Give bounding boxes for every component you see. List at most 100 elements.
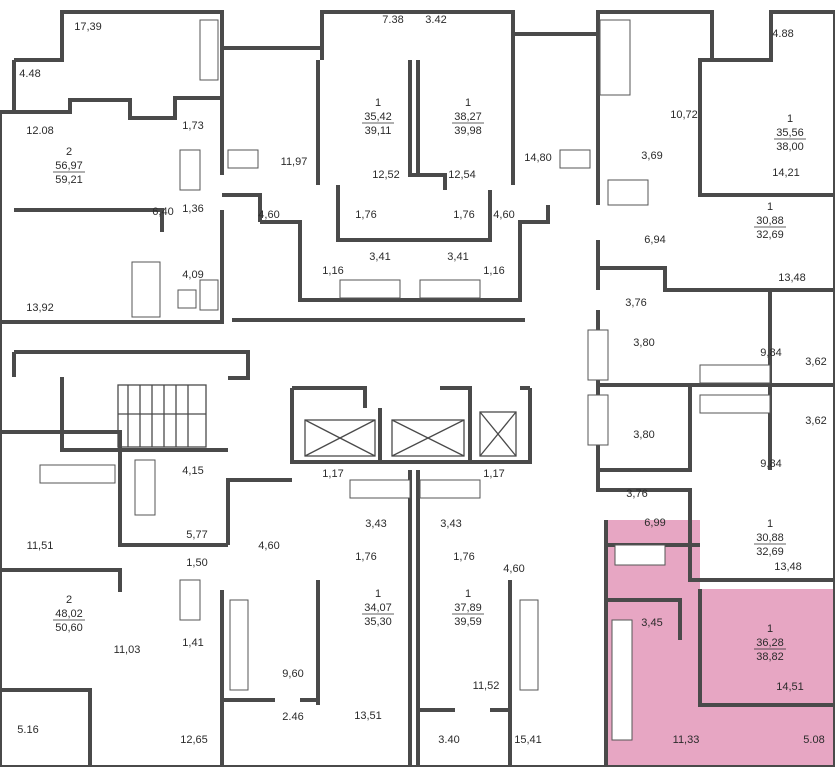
apartment-label: 1 30,88 32,69: [754, 201, 786, 241]
room-area-label: 13,92: [26, 302, 54, 314]
room-area-label: 1,76: [355, 209, 376, 221]
room-area-label: 1,50: [186, 557, 207, 569]
apartment-total-area: 32,69: [756, 546, 784, 558]
apartment-total-area: 32,69: [756, 229, 784, 241]
room-area-label: 4,09: [182, 269, 203, 281]
room-labels: 17,39 7.38 3.42 4.88 4.48 12.08 1,73 10,72 11,97…: [17, 14, 826, 746]
room-area-label: 3.42: [425, 14, 446, 26]
room-area-label: 2.46: [282, 711, 303, 723]
room-area-label: 12.08: [26, 125, 54, 137]
room-area-label: 14,51: [776, 681, 804, 693]
apartment-labels: 256,9759,21135,4239,11138,2739,98135,563…: [53, 97, 806, 663]
room-area-label: 3.40: [438, 734, 459, 746]
apartment-total-area: 38,82: [756, 651, 784, 663]
apartment-label: 1 35,56 38,00: [774, 113, 806, 153]
room-area-label: 10,72: [670, 109, 698, 121]
apartment-living-area: 30,88: [756, 532, 784, 544]
fixtures: [39, 19, 771, 741]
apartment-living-area: 36,28: [756, 637, 784, 649]
room-area-label: 1,17: [322, 468, 343, 480]
apartment-total-area: 39,11: [365, 125, 392, 137]
exterior-walls: [0, 10, 835, 767]
room-area-label: 3,43: [365, 518, 386, 530]
apartment-rooms: 1: [375, 588, 381, 600]
apartment-living-area: 35,42: [364, 111, 392, 123]
room-area-label: 1,76: [453, 551, 474, 563]
room-area-label: 3,43: [440, 518, 461, 530]
room-area-label: 3,45: [641, 617, 662, 629]
room-area-label: 11,33: [673, 734, 700, 746]
room-area-label: 7.38: [382, 14, 403, 26]
apartment-total-area: 38,00: [776, 141, 804, 153]
apartment-rooms: 1: [767, 623, 773, 635]
apartment-total-area: 39,59: [454, 616, 482, 628]
room-area-label: 3,62: [805, 356, 826, 368]
apartment-rooms: 2: [66, 146, 72, 158]
room-area-label: 12,52: [372, 169, 400, 181]
room-area-label: 11,51: [27, 540, 54, 552]
apartment-living-area: 35,56: [776, 127, 804, 139]
room-area-label: 5.16: [17, 724, 38, 736]
apartment-living-area: 48,02: [55, 608, 83, 620]
room-area-label: 13,48: [774, 561, 802, 573]
room-area-label: 13,48: [778, 272, 806, 284]
apartment-label: 1 37,89 39,59: [452, 588, 484, 628]
room-area-label: 9,84: [760, 347, 781, 359]
room-area-label: 1,16: [483, 265, 504, 277]
room-area-label: 5,77: [186, 529, 207, 541]
apartment-total-area: 35,30: [364, 616, 392, 628]
room-area-label: 11,97: [281, 156, 308, 168]
room-area-label: 1,76: [355, 551, 376, 563]
room-area-label: 1,41: [182, 637, 203, 649]
apartment-total-area: 59,21: [55, 174, 83, 186]
room-area-label: 4,60: [493, 209, 514, 221]
apartment-rooms: 2: [66, 594, 72, 606]
apartment-rooms: 1: [767, 518, 773, 530]
lift-shafts: [304, 411, 517, 457]
apartment-living-area: 38,27: [454, 111, 482, 123]
room-area-label: 6,94: [644, 234, 665, 246]
room-area-label: 4.48: [19, 68, 40, 80]
apartment-rooms: 1: [767, 201, 773, 213]
apartment-rooms: 1: [465, 588, 471, 600]
room-area-label: 3,41: [447, 251, 468, 263]
room-area-label: 11,03: [114, 644, 141, 656]
room-area-label: 9,84: [760, 458, 781, 470]
room-area-label: 6,40: [152, 206, 173, 218]
room-area-label: 1,36: [182, 203, 203, 215]
apartment-rooms: 1: [375, 97, 381, 109]
room-area-label: 4,60: [258, 540, 279, 552]
room-area-label: 4.88: [772, 28, 793, 40]
room-area-label: 3,69: [641, 150, 662, 162]
room-area-label: 14,21: [772, 167, 800, 179]
room-area-label: 1,73: [182, 120, 203, 132]
room-area-label: 17,39: [74, 21, 102, 33]
apartment-living-area: 34,07: [364, 602, 392, 614]
apartment-living-area: 37,89: [454, 602, 482, 614]
room-area-label: 13,51: [354, 710, 382, 722]
apartment-label: 1 30,88 32,69: [754, 518, 786, 558]
room-area-label: 15,41: [514, 734, 542, 746]
room-area-label: 3,41: [369, 251, 390, 263]
room-area-label: 9,60: [282, 668, 303, 680]
apartment-label: 2 56,97 59,21: [53, 146, 85, 186]
room-area-label: 4,60: [258, 209, 279, 221]
room-area-label: 6,99: [644, 517, 665, 529]
apartment-rooms: 1: [787, 113, 793, 125]
apartment-living-area: 56,97: [55, 160, 83, 172]
apartment-rooms: 1: [465, 97, 471, 109]
apartment-label: 2 48,02 50,60: [53, 594, 85, 634]
room-area-label: 3,76: [626, 488, 647, 500]
apartment-living-area: 30,88: [756, 215, 784, 227]
room-area-label: 3,76: [625, 297, 646, 309]
room-area-label: 3,62: [805, 415, 826, 427]
room-area-label: 11,52: [473, 680, 500, 692]
room-area-label: 1,16: [322, 265, 343, 277]
room-area-label: 3,80: [633, 337, 654, 349]
apartment-total-area: 50,60: [55, 622, 83, 634]
room-area-label: 1,76: [453, 209, 474, 221]
room-area-label: 1,17: [483, 468, 504, 480]
room-area-label: 12,65: [180, 734, 208, 746]
